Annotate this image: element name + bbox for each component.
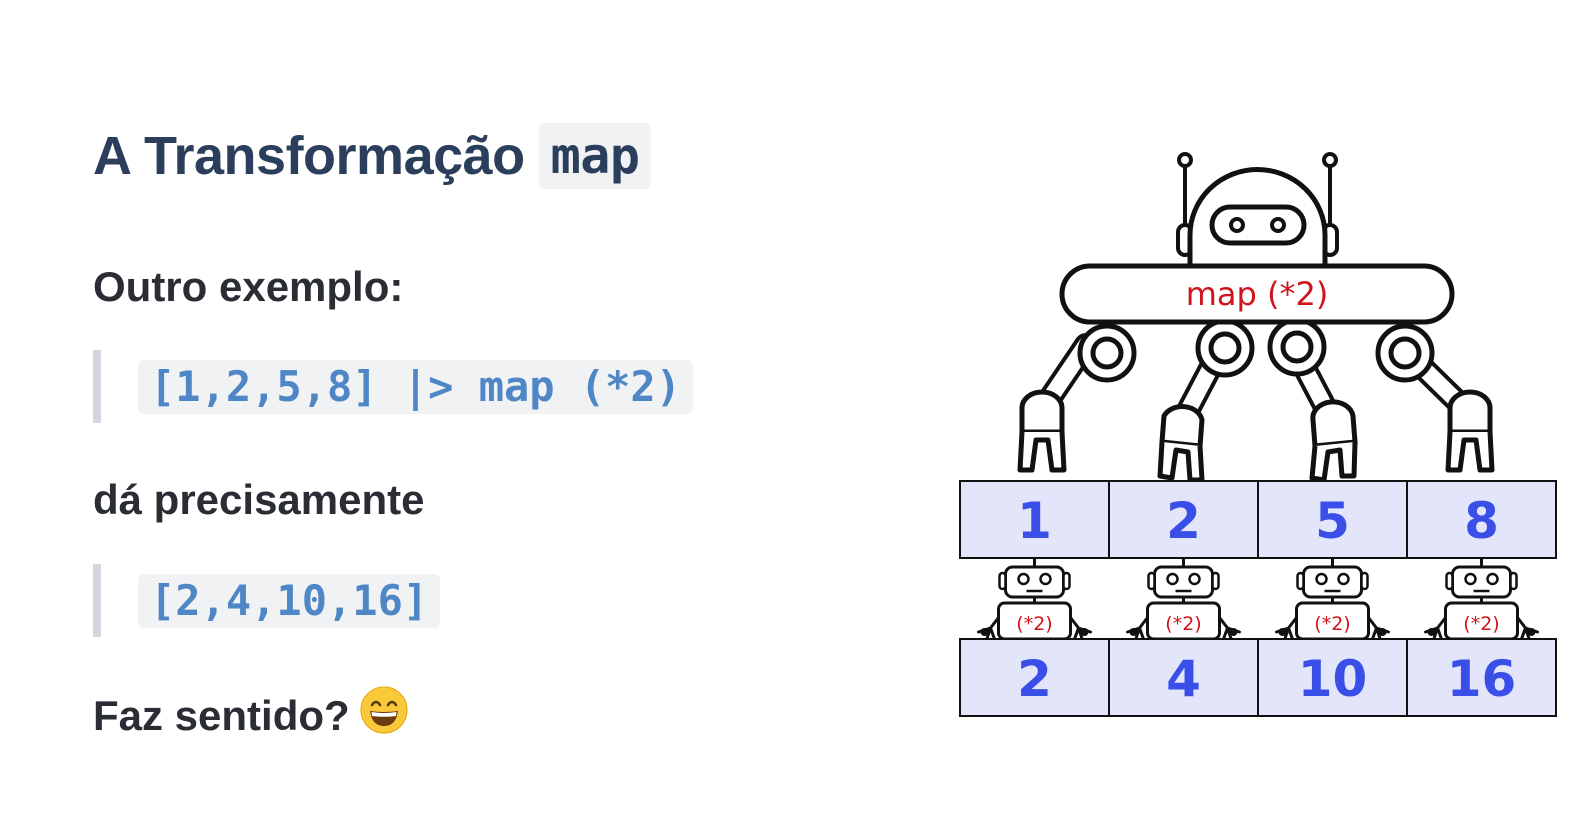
output-cell-2: 4 bbox=[1108, 638, 1259, 717]
main-robot-label: map (*2) bbox=[1186, 275, 1329, 313]
robot-arm-1-icon bbox=[1017, 323, 1137, 473]
result-blockquote: [2,4,10,16] bbox=[93, 564, 441, 637]
result-code: [2,4,10,16] bbox=[138, 573, 441, 628]
antenna-left-icon bbox=[1177, 152, 1193, 225]
result-intro: dá precisamente bbox=[93, 476, 425, 523]
output-cell-4: 16 bbox=[1406, 638, 1557, 717]
slide-title: A Transformação map bbox=[93, 122, 652, 190]
worker-robot-icon: (*2) bbox=[1275, 558, 1390, 642]
input-value: 5 bbox=[1315, 492, 1350, 550]
closing-text: Faz sentido? bbox=[93, 692, 350, 740]
worker-robot-icon: (*2) bbox=[977, 558, 1092, 642]
input-cell-1: 1 bbox=[959, 480, 1110, 559]
input-cell-2: 2 bbox=[1108, 480, 1259, 559]
input-row: 1 2 5 8 bbox=[959, 480, 1557, 559]
robot-label-bar bbox=[1059, 263, 1455, 325]
antenna-right-icon bbox=[1322, 152, 1338, 225]
output-cell-1: 2 bbox=[959, 638, 1110, 717]
worker-robots: (*2) (*2) (*2) (*2) bbox=[977, 558, 1539, 642]
input-value: 8 bbox=[1464, 492, 1499, 550]
input-value: 1 bbox=[1017, 492, 1052, 550]
output-row: 2 4 10 16 bbox=[959, 638, 1557, 717]
output-value: 2 bbox=[1017, 650, 1052, 708]
closing-question: Faz sentido? bbox=[93, 686, 408, 748]
input-cell-3: 5 bbox=[1257, 480, 1408, 559]
main-robot: map (*2) bbox=[1017, 152, 1495, 483]
title-code: map bbox=[538, 123, 652, 189]
input-value: 2 bbox=[1166, 492, 1201, 550]
grinning-face-emoji bbox=[360, 686, 408, 744]
robot-arm-2-icon bbox=[1157, 318, 1255, 483]
worker-robot-label: (*2) bbox=[1463, 613, 1499, 635]
output-value: 10 bbox=[1298, 650, 1368, 708]
example-blockquote: [1,2,5,8] |> map (*2) bbox=[93, 350, 694, 423]
map-robot-diagram: map (*2) 1 2 5 8 (*2) (*2) (*2) (*2) 2 4 10 16 bbox=[959, 152, 1557, 717]
output-cell-3: 10 bbox=[1257, 638, 1408, 717]
output-value: 4 bbox=[1166, 650, 1201, 708]
example-code: [1,2,5,8] |> map (*2) bbox=[138, 359, 694, 414]
worker-robot-label: (*2) bbox=[1016, 613, 1052, 635]
output-value: 16 bbox=[1447, 650, 1517, 708]
title-text: A Transformação bbox=[93, 126, 525, 186]
worker-robot-icon: (*2) bbox=[1424, 558, 1539, 642]
input-cell-4: 8 bbox=[1406, 480, 1557, 559]
robot-head-icon bbox=[1176, 167, 1339, 271]
robot-arm-3-icon bbox=[1267, 317, 1358, 483]
worker-robot-icon: (*2) bbox=[1126, 558, 1241, 642]
worker-robot-label: (*2) bbox=[1165, 613, 1201, 635]
example-intro: Outro exemplo: bbox=[93, 263, 404, 310]
worker-robot-label: (*2) bbox=[1314, 613, 1350, 635]
robot-arm-4-icon bbox=[1375, 323, 1495, 473]
